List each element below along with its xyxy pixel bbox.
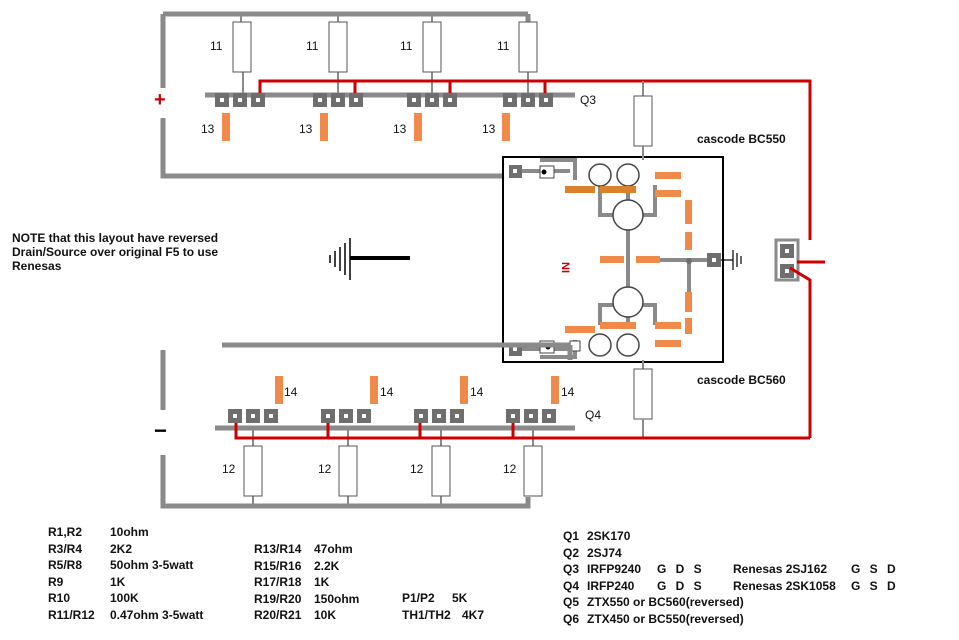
ground-icon-left (329, 238, 410, 280)
svg-text:14: 14 (561, 385, 575, 399)
svg-text:14: 14 (284, 385, 298, 399)
q1-circle (616, 163, 640, 187)
box-vertical-resistors (633, 81, 653, 438)
negative-rail-drops (252, 428, 534, 506)
cascode-top-label: cascode BC550 (697, 132, 786, 146)
r11-label-1: 11 (210, 39, 223, 53)
transistor-circles (588, 163, 644, 357)
q4-pad-group-4 (506, 409, 556, 423)
r13-resistors (222, 113, 510, 141)
r12-labels: 12 12 12 12 (222, 462, 517, 476)
ni-label: NI (559, 262, 571, 273)
q3-pad-group-4 (503, 93, 553, 107)
svg-text:12: 12 (503, 462, 517, 476)
r12-resistors (243, 445, 543, 497)
cascode-bottom-circle (612, 286, 644, 318)
svg-text:13: 13 (299, 122, 313, 136)
q3-label: Q3 (580, 93, 596, 107)
cascode-bottom-label: cascode BC560 (697, 373, 786, 387)
q4-pad-group-1 (228, 409, 278, 423)
svg-text:12: 12 (222, 462, 236, 476)
plus-sign: + (154, 89, 166, 111)
layout-note: NOTE that this layout have reversed Drai… (12, 231, 219, 273)
r14-resistors (275, 376, 559, 404)
center-resistors (565, 172, 692, 347)
svg-text:13: 13 (201, 122, 215, 136)
svg-text:13: 13 (393, 122, 407, 136)
q2-circle (616, 333, 640, 357)
r11-label-4: 11 (497, 39, 510, 53)
svg-text:12: 12 (318, 462, 332, 476)
q5-circle (588, 163, 612, 187)
r11-resistors (232, 21, 538, 73)
output-connector (774, 238, 825, 438)
svg-text:12: 12 (410, 462, 424, 476)
q3-pad-group-3 (407, 93, 457, 107)
q3-pads (215, 93, 553, 107)
q4-label: Q4 (585, 408, 601, 422)
q4-pad-group-3 (414, 409, 464, 423)
r11-resistor-4 (518, 21, 538, 73)
svg-text:14: 14 (380, 385, 394, 399)
minus-sign: − (154, 418, 167, 443)
r11-resistor-2 (328, 21, 348, 73)
r11-label-3: 11 (400, 39, 413, 53)
svg-text:14: 14 (470, 385, 484, 399)
ground-icon-right (721, 250, 742, 270)
r11-resistor-3 (422, 21, 442, 73)
red-trace-top (258, 79, 812, 240)
r14-labels: 14 14 14 14 (284, 385, 575, 399)
positive-rail-drops (240, 14, 529, 93)
q4-pads (228, 409, 556, 423)
r11-label-2: 11 (306, 39, 319, 53)
r11-resistor-1 (232, 21, 252, 73)
q6-circle (588, 333, 612, 357)
cascode-top-circle (612, 199, 644, 231)
r13-labels: 13 13 13 13 (201, 122, 496, 136)
r11-labels: 11 11 11 11 (210, 39, 510, 53)
svg-text:13: 13 (482, 122, 496, 136)
q3-pad-group-1 (215, 93, 265, 107)
q4-pad-group-2 (321, 409, 371, 423)
negative-rail (160, 342, 575, 509)
q3-pad-group-2 (313, 93, 363, 107)
